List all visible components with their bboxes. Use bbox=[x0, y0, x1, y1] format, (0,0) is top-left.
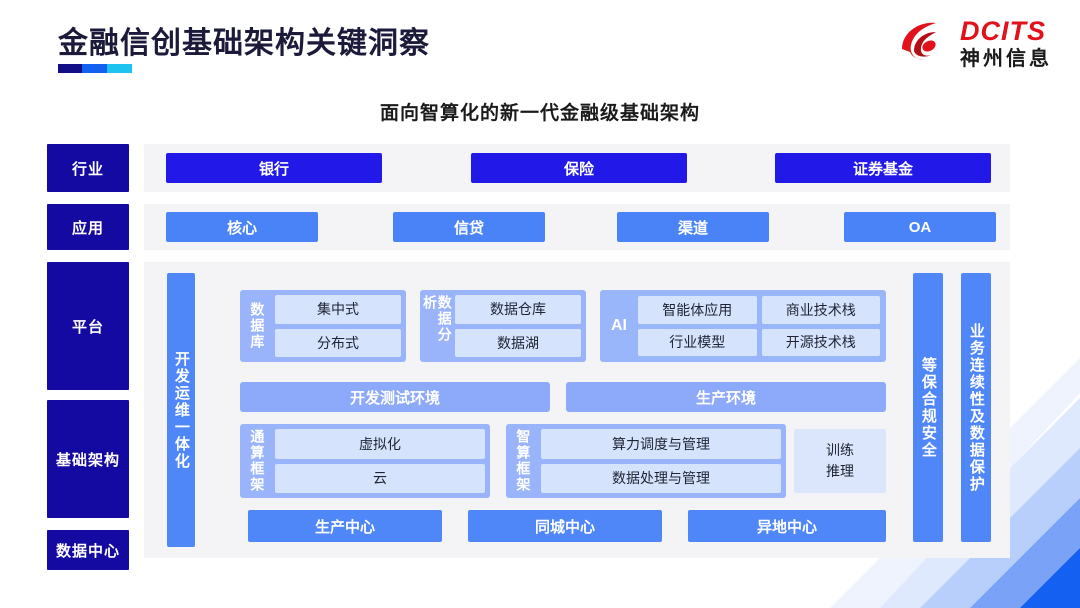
environment-band-production[interactable]: 生产环境 bbox=[566, 382, 886, 412]
application-item-credit[interactable]: 信贷 bbox=[393, 212, 545, 242]
general-compute-group-label: 通算框架 bbox=[249, 429, 266, 493]
analytics-item-data-warehouse[interactable]: 数据仓库 bbox=[455, 295, 581, 324]
ai-item-industry-model[interactable]: 行业模型 bbox=[638, 328, 757, 356]
ai-group-label: AI bbox=[611, 317, 627, 334]
intelligent-compute-item-scheduling[interactable]: 算力调度与管理 bbox=[541, 429, 781, 459]
intelligent-compute-group: 智算框架 算力调度与管理 数据处理与管理 bbox=[506, 424, 786, 498]
general-compute-item-cloud[interactable]: 云 bbox=[275, 463, 485, 493]
company-logo: DCITS 神州信息 bbox=[898, 18, 1052, 69]
general-compute-item-virtualization[interactable]: 虚拟化 bbox=[275, 429, 485, 459]
page-title: 金融信创基础架构关键洞察 bbox=[58, 27, 430, 60]
data-analytics-group: 数据分析 数据仓库 数据湖 bbox=[420, 290, 586, 362]
swirl-logo-icon bbox=[898, 19, 952, 69]
ai-item-opensource-stack[interactable]: 开源技术栈 bbox=[761, 328, 880, 356]
logo-text-en: DCITS bbox=[960, 16, 1046, 46]
intelligent-compute-item-data-processing[interactable]: 数据处理与管理 bbox=[541, 463, 781, 493]
application-row-panel: 核心 信贷 渠道 OA bbox=[144, 204, 1010, 250]
data-center-item-same-city[interactable]: 同城中心 bbox=[468, 510, 662, 542]
general-compute-group: 通算框架 虚拟化 云 bbox=[240, 424, 490, 498]
application-item-core[interactable]: 核心 bbox=[166, 212, 318, 242]
database-item-distributed[interactable]: 分布式 bbox=[275, 328, 401, 357]
devops-column[interactable]: 开发运维一体化 bbox=[167, 273, 195, 547]
data-analytics-group-label: 数据分析 bbox=[422, 295, 453, 343]
rail-item-application[interactable]: 应用 bbox=[47, 204, 129, 250]
rail-item-industry[interactable]: 行业 bbox=[47, 144, 129, 192]
database-group-label: 数据库 bbox=[249, 302, 266, 350]
environment-band-dev-test[interactable]: 开发测试环境 bbox=[240, 382, 550, 412]
side-column-business-continuity[interactable]: 业务连续性及数据保护 bbox=[961, 273, 991, 542]
database-group: 数据库 集中式 分布式 bbox=[240, 290, 406, 362]
analytics-item-data-lake[interactable]: 数据湖 bbox=[455, 328, 581, 357]
rail-item-platform[interactable]: 平台 bbox=[47, 262, 129, 390]
data-center-item-remote[interactable]: 异地中心 bbox=[688, 510, 886, 542]
rail-item-infrastructure[interactable]: 基础架构 bbox=[47, 400, 129, 518]
application-item-channel[interactable]: 渠道 bbox=[617, 212, 769, 242]
intelligent-compute-group-label: 智算框架 bbox=[515, 429, 532, 493]
training-inference-box[interactable]: 训练 推理 bbox=[794, 429, 886, 493]
slide-header: 金融信创基础架构关键洞察 DCITS 神州信息 bbox=[0, 0, 1080, 92]
title-accent-bar bbox=[58, 64, 132, 73]
ai-group: AI 智能体应用 商业技术栈 行业模型 开源技术栈 bbox=[600, 290, 886, 362]
architecture-panel: 开发运维一体化 数据库 集中式 分布式 数据分析 数据仓库 数据湖 AI 智能体… bbox=[144, 262, 1010, 558]
industry-item-securities-fund[interactable]: 证券基金 bbox=[775, 153, 991, 183]
application-item-oa[interactable]: OA bbox=[844, 212, 996, 242]
diagram-subtitle: 面向智算化的新一代金融级基础架构 bbox=[379, 103, 700, 124]
industry-item-insurance[interactable]: 保险 bbox=[471, 153, 687, 183]
logo-text-cn: 神州信息 bbox=[960, 48, 1052, 70]
ai-item-commercial-stack[interactable]: 商业技术栈 bbox=[761, 296, 880, 324]
ai-item-agent-application[interactable]: 智能体应用 bbox=[638, 296, 757, 324]
database-item-centralized[interactable]: 集中式 bbox=[275, 295, 401, 324]
rail-item-data-center[interactable]: 数据中心 bbox=[47, 530, 129, 570]
side-column-compliance-security[interactable]: 等保合规安全 bbox=[913, 273, 943, 542]
data-center-item-production[interactable]: 生产中心 bbox=[248, 510, 442, 542]
industry-item-bank[interactable]: 银行 bbox=[166, 153, 382, 183]
industry-row-panel: 银行 保险 证券基金 bbox=[144, 144, 1010, 192]
